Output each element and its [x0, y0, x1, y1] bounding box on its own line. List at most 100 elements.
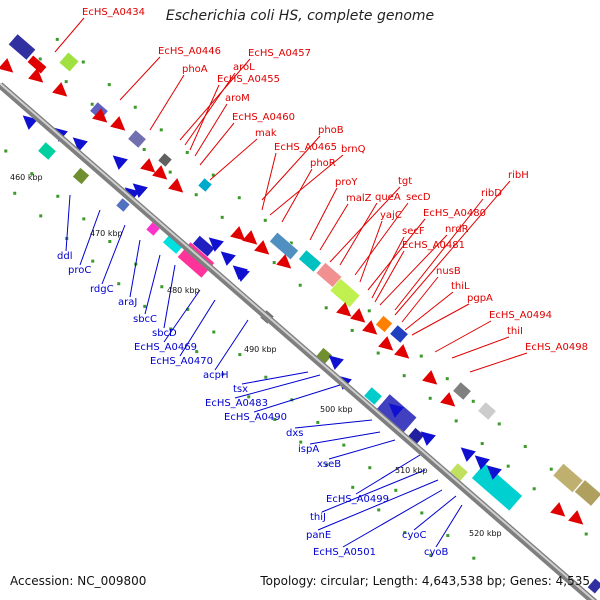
- gene-label-echs-a0457[interactable]: EcHS_A0457: [248, 48, 311, 59]
- tick-dot: [445, 377, 449, 381]
- gene-label-secd[interactable]: secD: [406, 192, 431, 203]
- tick-dot: [64, 80, 68, 84]
- forward-leader-line: [54, 17, 85, 53]
- feature-box: [115, 197, 131, 213]
- gene-label-echs-a0455[interactable]: EcHS_A0455: [217, 74, 280, 85]
- gene-label-echs-a0499[interactable]: EcHS_A0499: [326, 494, 389, 505]
- gene-label-arol[interactable]: aroL: [233, 62, 255, 73]
- gene-label-xseb[interactable]: xseB: [317, 459, 341, 470]
- gene-label-brnq[interactable]: brnQ: [341, 144, 366, 155]
- gene-label-quea[interactable]: queA: [375, 192, 401, 203]
- gene-label-araj[interactable]: araJ: [118, 297, 137, 308]
- gene-label-cyob[interactable]: cyoB: [424, 547, 449, 558]
- gene-label-yajc[interactable]: yajC: [380, 210, 402, 221]
- gene-label-thij[interactable]: thiJ: [310, 512, 326, 523]
- reverse-gene-arrow: [220, 251, 236, 266]
- gene-label-echs-a0434[interactable]: EcHS_A0434: [82, 7, 145, 18]
- gene-label-thil[interactable]: thiL: [451, 281, 470, 292]
- gene-label-phob[interactable]: phoB: [318, 125, 344, 136]
- tick-dot: [169, 327, 173, 331]
- forward-gene-arrow: [0, 58, 14, 73]
- gene-label-sbcc[interactable]: sbcC: [133, 314, 157, 325]
- reverse-leader-line: [163, 289, 201, 343]
- backbone-highlight: [0, 82, 596, 600]
- gene-label-sbcd[interactable]: sbcD: [152, 328, 177, 339]
- tick-dot: [394, 488, 398, 492]
- gene-label-tsx[interactable]: tsx: [233, 384, 248, 395]
- forward-leader-line: [209, 138, 258, 181]
- tick-dot: [263, 218, 267, 222]
- gene-label-pane[interactable]: panE: [306, 530, 331, 541]
- tick-dot: [549, 467, 553, 471]
- gene-label-ispa[interactable]: ispA: [298, 444, 319, 455]
- forward-leader-line: [469, 352, 528, 373]
- forward-leader-line: [371, 236, 405, 299]
- kbp-label: 490 kbp: [244, 345, 277, 354]
- gene-label-acph[interactable]: acpH: [203, 370, 229, 381]
- gene-label-tgt[interactable]: tgt: [398, 176, 412, 187]
- gene-label-malz[interactable]: malZ: [346, 193, 372, 204]
- reverse-leader-line: [129, 239, 141, 298]
- forward-leader-line: [404, 291, 454, 331]
- forward-gene-arrow: [440, 392, 456, 407]
- gene-label-echs-a0494[interactable]: EcHS_A0494: [489, 310, 552, 321]
- gene-label-echs-a0469[interactable]: EcHS_A0469: [134, 342, 197, 353]
- gene-label-cyoc[interactable]: cyoC: [402, 530, 427, 541]
- gene-label-echs-a0501[interactable]: EcHS_A0501: [313, 547, 376, 558]
- gene-label-echs-a0470[interactable]: EcHS_A0470: [150, 356, 213, 367]
- gene-label-proy[interactable]: proY: [335, 177, 358, 188]
- gene-label-ribd[interactable]: ribD: [481, 188, 502, 199]
- gene-label-thii[interactable]: thiI: [507, 326, 523, 337]
- tick-dot: [497, 422, 501, 426]
- gene-label-echs-a0465[interactable]: EcHS_A0465: [274, 142, 337, 153]
- gene-label-rdgc[interactable]: rdgC: [90, 284, 114, 295]
- gene-label-echs-a0483[interactable]: EcHS_A0483: [205, 398, 268, 409]
- feature-box: [197, 177, 213, 193]
- gene-label-echs-a0498[interactable]: EcHS_A0498: [525, 342, 588, 353]
- tick-dot: [289, 241, 293, 245]
- tick-dot: [350, 328, 354, 332]
- gene-label-ribh[interactable]: ribH: [508, 170, 529, 181]
- reverse-leader-line: [65, 194, 71, 252]
- forward-gene-arrow: [422, 370, 438, 385]
- reverse-leader-line: [253, 384, 341, 413]
- gene-label-dxs[interactable]: dxs: [286, 428, 303, 439]
- gene-label-nrdr[interactable]: nrdR: [445, 224, 469, 235]
- feature-box: [552, 463, 584, 493]
- feature-box: [477, 401, 497, 421]
- reverse-leader-line: [321, 469, 426, 513]
- tick-dot: [298, 283, 302, 287]
- gene-label-ddl[interactable]: ddl: [57, 251, 72, 262]
- gene-label-echs-a0490[interactable]: EcHS_A0490: [224, 412, 287, 423]
- forward-gene-arrow: [550, 502, 566, 517]
- gene-label-echs-a0446[interactable]: EcHS_A0446: [158, 46, 221, 57]
- feature-box: [7, 33, 37, 61]
- forward-gene-arrow: [276, 254, 292, 269]
- reverse-gene-arrow: [388, 403, 404, 418]
- reverse-leader-line: [294, 419, 373, 429]
- feature-box: [471, 462, 523, 512]
- gene-label-nusb[interactable]: nusB: [436, 266, 461, 277]
- reverse-leader-line: [241, 371, 309, 385]
- gene-label-phoa[interactable]: phoA: [182, 64, 208, 75]
- reverse-leader-line: [317, 479, 439, 531]
- forward-gene-arrow: [336, 302, 352, 317]
- gene-label-pgpa[interactable]: pgpA: [467, 293, 493, 304]
- forward-leader-line: [149, 74, 185, 131]
- gene-label-mak[interactable]: mak: [255, 128, 277, 139]
- gene-label-echs-a0480[interactable]: EcHS_A0480: [423, 208, 486, 219]
- tick-dot: [221, 372, 225, 376]
- gene-label-proc[interactable]: proC: [68, 265, 91, 276]
- gene-label-echs-a0460[interactable]: EcHS_A0460: [232, 112, 295, 123]
- gene-label-arom[interactable]: aroM: [225, 93, 250, 104]
- tick-dot: [143, 304, 147, 308]
- gene-label-phor[interactable]: phoR: [310, 158, 336, 169]
- gene-label-secf[interactable]: secF: [402, 226, 425, 237]
- reverse-leader-line: [79, 209, 101, 266]
- reverse-gene-arrow: [232, 265, 248, 280]
- feature-box: [574, 479, 600, 507]
- feature-box: [452, 381, 472, 401]
- gene-label-echs-a0481[interactable]: EcHS_A0481: [402, 240, 465, 251]
